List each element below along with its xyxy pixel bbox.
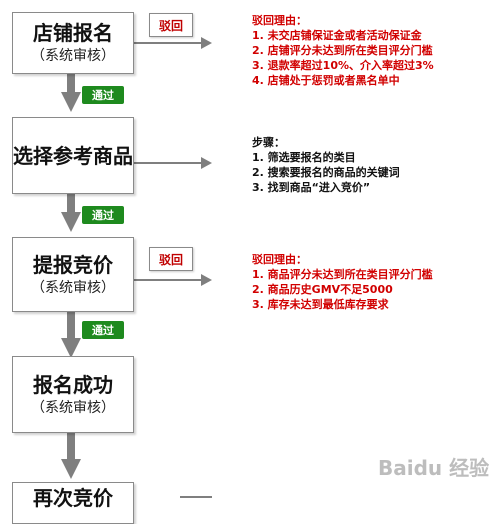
reject-label-2: 驳回	[149, 247, 193, 271]
down-arrow-shaft-2	[67, 192, 75, 212]
step-box-rebid: 再次竞价	[12, 482, 134, 524]
note-item: 4. 店铺处于惩罚或者黑名单中	[252, 74, 400, 87]
note-item: 3. 退款率超过10%、介入率超过3%	[252, 59, 434, 72]
step-title: 再次竞价	[33, 486, 113, 510]
pass-label-1: 通过	[82, 86, 124, 104]
step-title: 店铺报名	[33, 21, 113, 45]
baidu-watermark: Baidu 经验	[378, 456, 490, 480]
step-subtitle: （系统审核）	[31, 399, 115, 416]
note-heading: 驳回理由：	[252, 253, 307, 266]
step-subtitle: （系统审核）	[31, 48, 115, 64]
note-item: 1. 未交店铺保证金或者活动保证金	[252, 29, 422, 42]
flow-arrows	[61, 37, 212, 498]
note-item: 1. 筛选要报名的类目	[252, 151, 356, 164]
down-arrow-shaft-3	[67, 310, 75, 338]
note-heading: 驳回理由：	[252, 14, 307, 27]
step-title: 选择参考商品	[13, 143, 133, 168]
right-arrow-head-1	[201, 37, 212, 49]
note-item: 2. 搜索要报名的商品的关键词	[252, 166, 400, 179]
step-box-shop-signup: 店铺报名 （系统审核）	[12, 12, 134, 74]
note-item: 2. 店铺评分未达到所在类目评分门槛	[252, 44, 433, 57]
note-item: 1. 商品评分未达到所在类目评分门槛	[252, 268, 433, 281]
right-arrow-head-3	[201, 274, 212, 286]
step-title: 提报竞价	[33, 252, 113, 277]
note-reject-reasons-1: 驳回理由： 1. 未交店铺保证金或者活动保证金 2. 店铺评分未达到所在类目评分…	[252, 13, 434, 88]
note-heading: 步骤：	[252, 136, 285, 149]
pass-label-3: 通过	[82, 321, 124, 339]
note-item: 3. 找到商品“进入竞价”	[252, 181, 371, 194]
note-item: 3. 库存未达到最低库存要求	[252, 298, 389, 311]
step-title: 报名成功	[33, 372, 113, 397]
down-arrow-head-4	[61, 459, 81, 479]
step-subtitle: （系统审核）	[31, 279, 115, 296]
right-arrow-head-2	[201, 157, 212, 169]
down-arrow-head-1	[61, 92, 81, 112]
step-box-select-product: 选择参考商品	[12, 117, 134, 194]
pass-label-2: 通过	[82, 206, 124, 224]
step-box-signup-success: 报名成功 （系统审核）	[12, 356, 134, 433]
reject-label-1: 驳回	[149, 13, 193, 37]
down-arrow-head-2	[61, 212, 81, 232]
note-reject-reasons-2: 驳回理由： 1. 商品评分未达到所在类目评分门槛 2. 商品历史GMV不足500…	[252, 252, 433, 312]
note-item: 2. 商品历史GMV不足5000	[252, 283, 393, 296]
down-arrow-shaft-1	[67, 72, 75, 92]
down-arrow-head-3	[61, 338, 81, 358]
note-steps: 步骤： 1. 筛选要报名的类目 2. 搜索要报名的商品的关键词 3. 找到商品“…	[252, 135, 400, 195]
down-arrow-shaft-4	[67, 431, 75, 459]
step-box-submit-bid: 提报竞价 （系统审核）	[12, 237, 134, 312]
